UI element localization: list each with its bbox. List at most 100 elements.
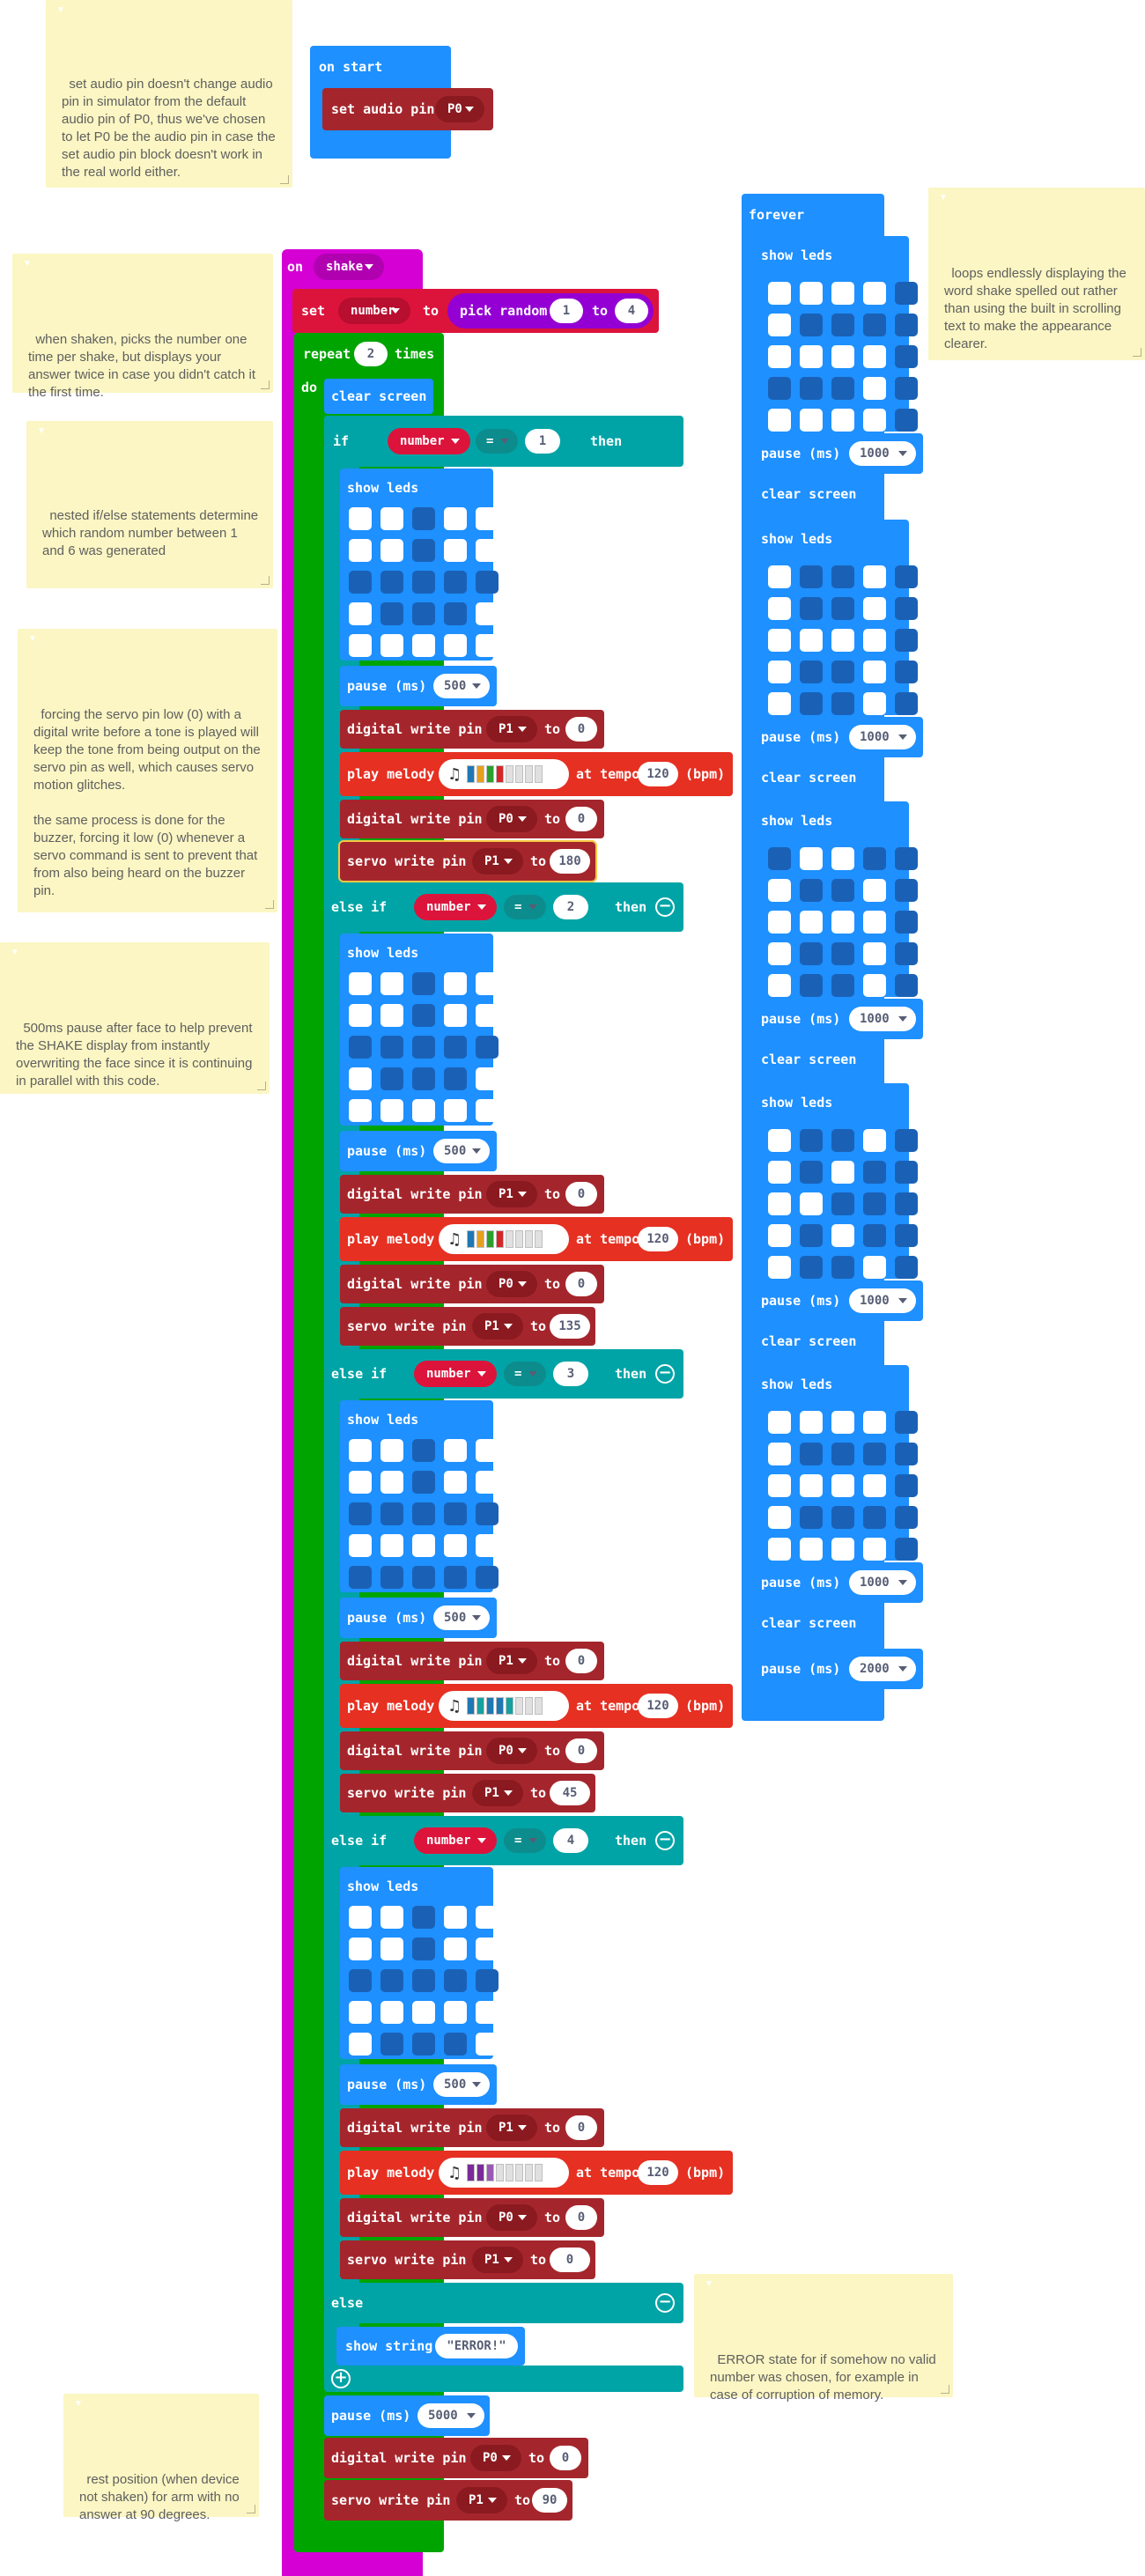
led-cell[interactable] xyxy=(444,634,467,657)
led-cell[interactable] xyxy=(476,1906,499,1929)
led-cell[interactable] xyxy=(380,1566,403,1589)
value-pill[interactable]: 0 xyxy=(550,2446,581,2470)
value-pill[interactable]: 0 xyxy=(565,2115,597,2140)
led-cell[interactable] xyxy=(444,602,467,625)
led-cell[interactable] xyxy=(800,409,823,432)
led-cell[interactable] xyxy=(895,1506,918,1529)
value-pill[interactable]: 0 xyxy=(550,2248,590,2272)
melody-editor[interactable]: ♫ xyxy=(439,1224,569,1254)
led-cell[interactable] xyxy=(863,942,886,965)
led-cell[interactable] xyxy=(800,629,823,652)
led-cell[interactable] xyxy=(412,1938,435,1960)
led-cell[interactable] xyxy=(863,879,886,902)
led-cell[interactable] xyxy=(895,314,918,336)
led-cell[interactable] xyxy=(895,629,918,652)
led-cell[interactable] xyxy=(444,1471,467,1494)
pause-value-dropdown[interactable]: 2000 xyxy=(849,1657,916,1681)
number-variable[interactable]: number xyxy=(414,894,497,920)
compare-op-dropdown[interactable]: = xyxy=(504,1828,546,1853)
led-cell[interactable] xyxy=(768,661,791,683)
pin-dropdown[interactable]: P0 xyxy=(486,1738,537,1764)
led-cell[interactable] xyxy=(863,565,886,588)
led-cell[interactable] xyxy=(768,911,791,934)
led-cell[interactable] xyxy=(349,634,372,657)
led-cell[interactable] xyxy=(831,1192,854,1215)
led-cell[interactable] xyxy=(768,1224,791,1247)
led-cell[interactable] xyxy=(444,972,467,995)
random-to-value[interactable]: 4 xyxy=(615,299,648,323)
pin-dropdown[interactable]: P1 xyxy=(486,716,537,742)
resize-grip-icon[interactable] xyxy=(261,576,270,585)
pause-value-dropdown[interactable]: 500 xyxy=(433,2072,490,2097)
led-cell[interactable] xyxy=(768,1443,791,1465)
led-cell[interactable] xyxy=(476,1566,499,1589)
resize-grip-icon[interactable] xyxy=(261,380,270,389)
led-cell[interactable] xyxy=(380,1067,403,1090)
led-cell[interactable] xyxy=(831,942,854,965)
led-cell[interactable] xyxy=(349,1439,372,1462)
led-grid[interactable] xyxy=(768,1129,918,1279)
pin-dropdown[interactable]: P0 xyxy=(470,2445,521,2471)
led-cell[interactable] xyxy=(800,1161,823,1184)
led-cell[interactable] xyxy=(476,972,499,995)
led-cell[interactable] xyxy=(768,974,791,997)
variable-dropdown[interactable]: number xyxy=(338,298,410,324)
led-cell[interactable] xyxy=(349,2033,372,2056)
value-pill[interactable]: 180 xyxy=(550,849,590,874)
led-cell[interactable] xyxy=(831,314,854,336)
led-cell[interactable] xyxy=(380,1099,403,1122)
led-cell[interactable] xyxy=(863,1224,886,1247)
pause-block[interactable]: pause (ms)500 xyxy=(340,1131,497,1171)
number-variable[interactable]: number xyxy=(388,428,470,454)
led-cell[interactable] xyxy=(831,1506,854,1529)
pause-value-dropdown[interactable]: 500 xyxy=(433,1605,490,1630)
comment-shaken[interactable]: ▼ when shaken, picks the number one time… xyxy=(12,254,273,400)
compare-value[interactable]: 2 xyxy=(553,895,588,919)
led-cell[interactable] xyxy=(831,1443,854,1465)
pause-block[interactable]: pause (ms)1000 xyxy=(754,717,923,757)
clear-screen-block[interactable]: clear screen xyxy=(754,1605,863,1642)
pause-block[interactable]: pause (ms)1000 xyxy=(754,999,923,1039)
led-cell[interactable] xyxy=(800,661,823,683)
resize-grip-icon[interactable] xyxy=(247,2505,255,2513)
led-cell[interactable] xyxy=(380,602,403,625)
led-cell[interactable] xyxy=(476,571,499,594)
led-cell[interactable] xyxy=(476,2001,499,2024)
led-cell[interactable] xyxy=(831,847,854,870)
pause-value-dropdown[interactable]: 1000 xyxy=(849,1570,916,1595)
led-cell[interactable] xyxy=(831,1538,854,1561)
led-cell[interactable] xyxy=(800,565,823,588)
led-cell[interactable] xyxy=(863,692,886,715)
led-cell[interactable] xyxy=(768,565,791,588)
comment-pause-500[interactable]: ▼ 500ms pause after face to help prevent… xyxy=(0,942,270,1094)
chevron-down-icon[interactable]: ▼ xyxy=(28,634,37,644)
led-cell[interactable] xyxy=(380,1471,403,1494)
value-pill[interactable]: 0 xyxy=(565,1182,597,1207)
led-cell[interactable] xyxy=(831,1129,854,1152)
led-cell[interactable] xyxy=(863,1256,886,1279)
led-cell[interactable] xyxy=(800,974,823,997)
led-cell[interactable] xyxy=(476,1439,499,1462)
pause-value-dropdown[interactable]: 1000 xyxy=(849,725,916,749)
melody-editor[interactable]: ♫ xyxy=(439,1691,569,1721)
clear-screen-block[interactable]: clear screen xyxy=(754,759,863,796)
led-cell[interactable] xyxy=(412,1969,435,1992)
led-cell[interactable] xyxy=(800,1129,823,1152)
set-variable-block[interactable]: set number to pick random 1 to 4 xyxy=(292,289,659,333)
led-cell[interactable] xyxy=(768,314,791,336)
led-cell[interactable] xyxy=(412,2033,435,2056)
led-grid[interactable] xyxy=(349,1439,499,1589)
led-cell[interactable] xyxy=(380,1906,403,1929)
led-cell[interactable] xyxy=(476,1534,499,1557)
led-cell[interactable] xyxy=(863,1129,886,1152)
led-cell[interactable] xyxy=(412,634,435,657)
led-cell[interactable] xyxy=(863,314,886,336)
pin-dropdown[interactable]: P1 xyxy=(472,1780,523,1806)
led-cell[interactable] xyxy=(895,692,918,715)
led-cell[interactable] xyxy=(863,1192,886,1215)
